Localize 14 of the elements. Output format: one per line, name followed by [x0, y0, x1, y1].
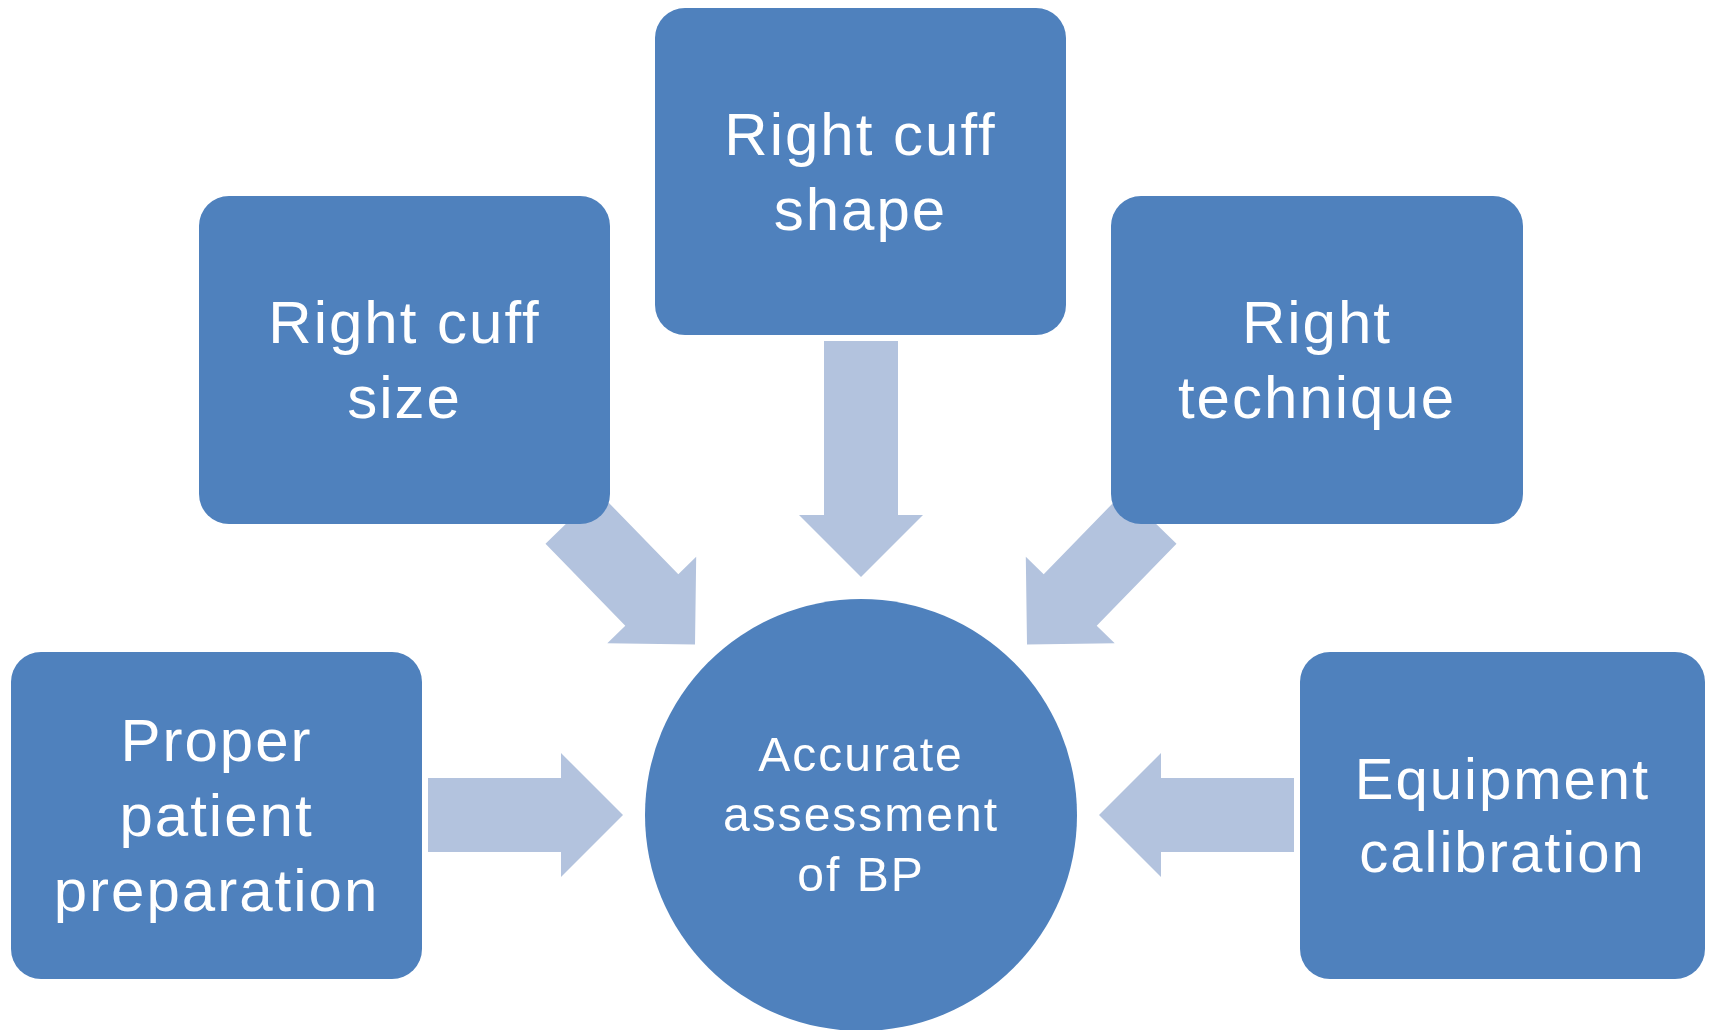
block-arrow [799, 341, 923, 577]
factor-box [1300, 652, 1705, 979]
node-label: Proper patient preparation [52, 706, 381, 926]
factor-box [199, 196, 610, 524]
factor-box [1111, 196, 1523, 524]
node-label: Right technique [1176, 288, 1458, 433]
node-label: Accurate assessment of BP [722, 727, 1000, 903]
node-label: Right cuff shape [723, 99, 998, 245]
block-arrow [1099, 753, 1294, 877]
factor-box [11, 652, 422, 979]
node-label: Right cuff size [267, 288, 542, 433]
block-arrow [428, 753, 623, 877]
node-label: Equipment calibration [1353, 745, 1652, 886]
factor-box [655, 8, 1066, 335]
